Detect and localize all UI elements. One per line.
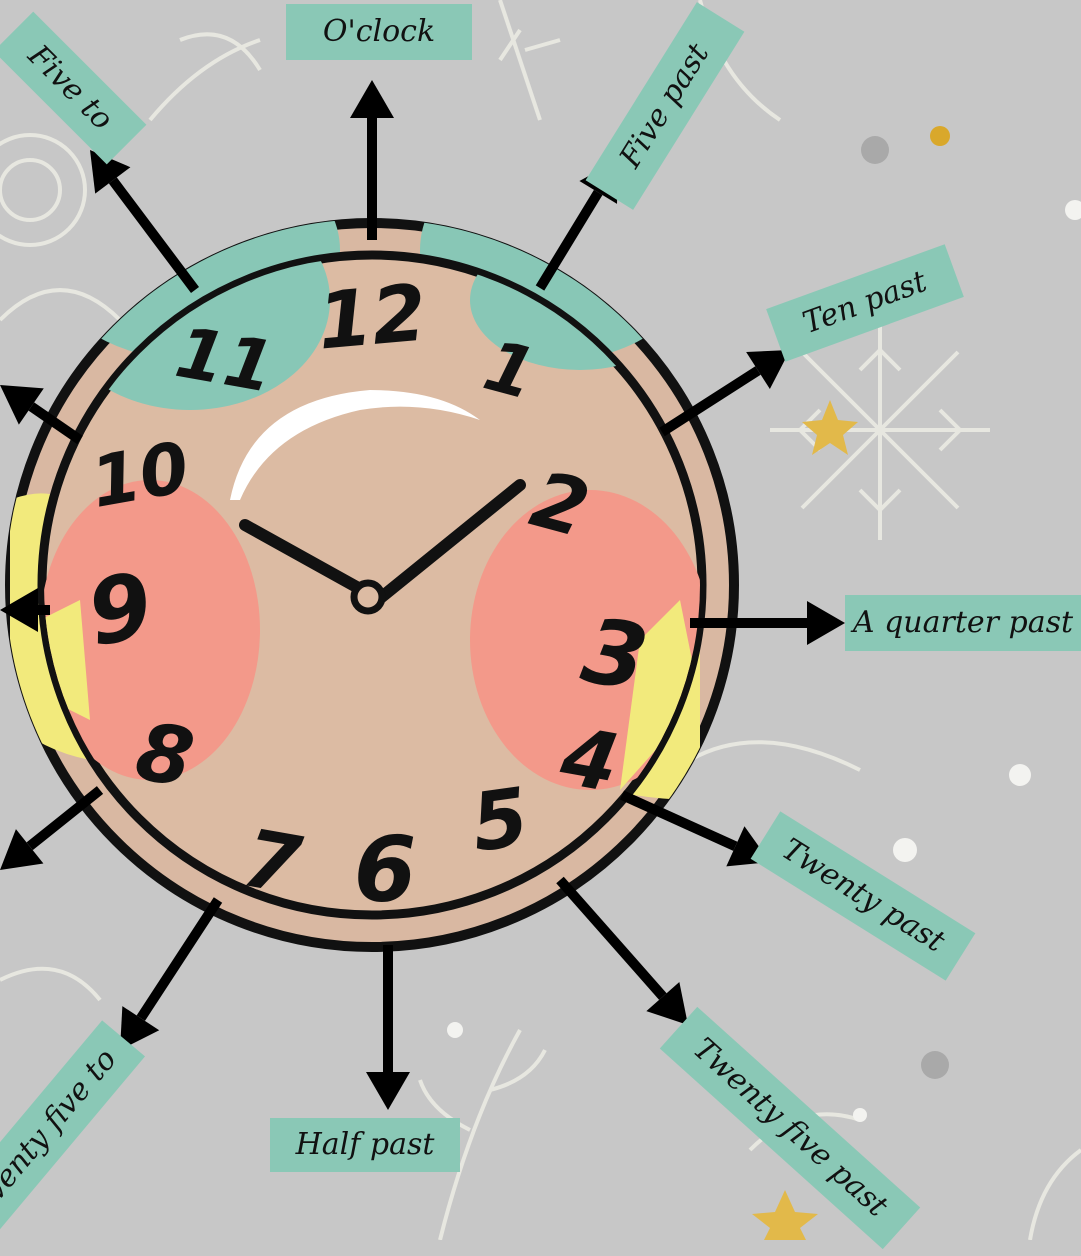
arrow-half-past — [366, 945, 410, 1110]
numeral-6: 6 — [354, 818, 417, 923]
label-quarter-past: A quarter past — [845, 595, 1081, 651]
numeral-12: 12 — [314, 268, 430, 367]
arrow-five-to — [90, 150, 195, 290]
arrow-twenty-five-to — [120, 900, 218, 1050]
arrow-oclock — [350, 80, 394, 240]
label-oclock: O'clock — [286, 4, 472, 60]
label-half-past: Half past — [270, 1118, 460, 1172]
numeral-10: 10 — [85, 426, 195, 524]
arrow-twenty-five-past — [560, 880, 688, 1025]
numeral-11: 11 — [170, 311, 280, 409]
clock-center-pivot — [354, 583, 382, 611]
arrow-twenty-to — [0, 790, 100, 870]
